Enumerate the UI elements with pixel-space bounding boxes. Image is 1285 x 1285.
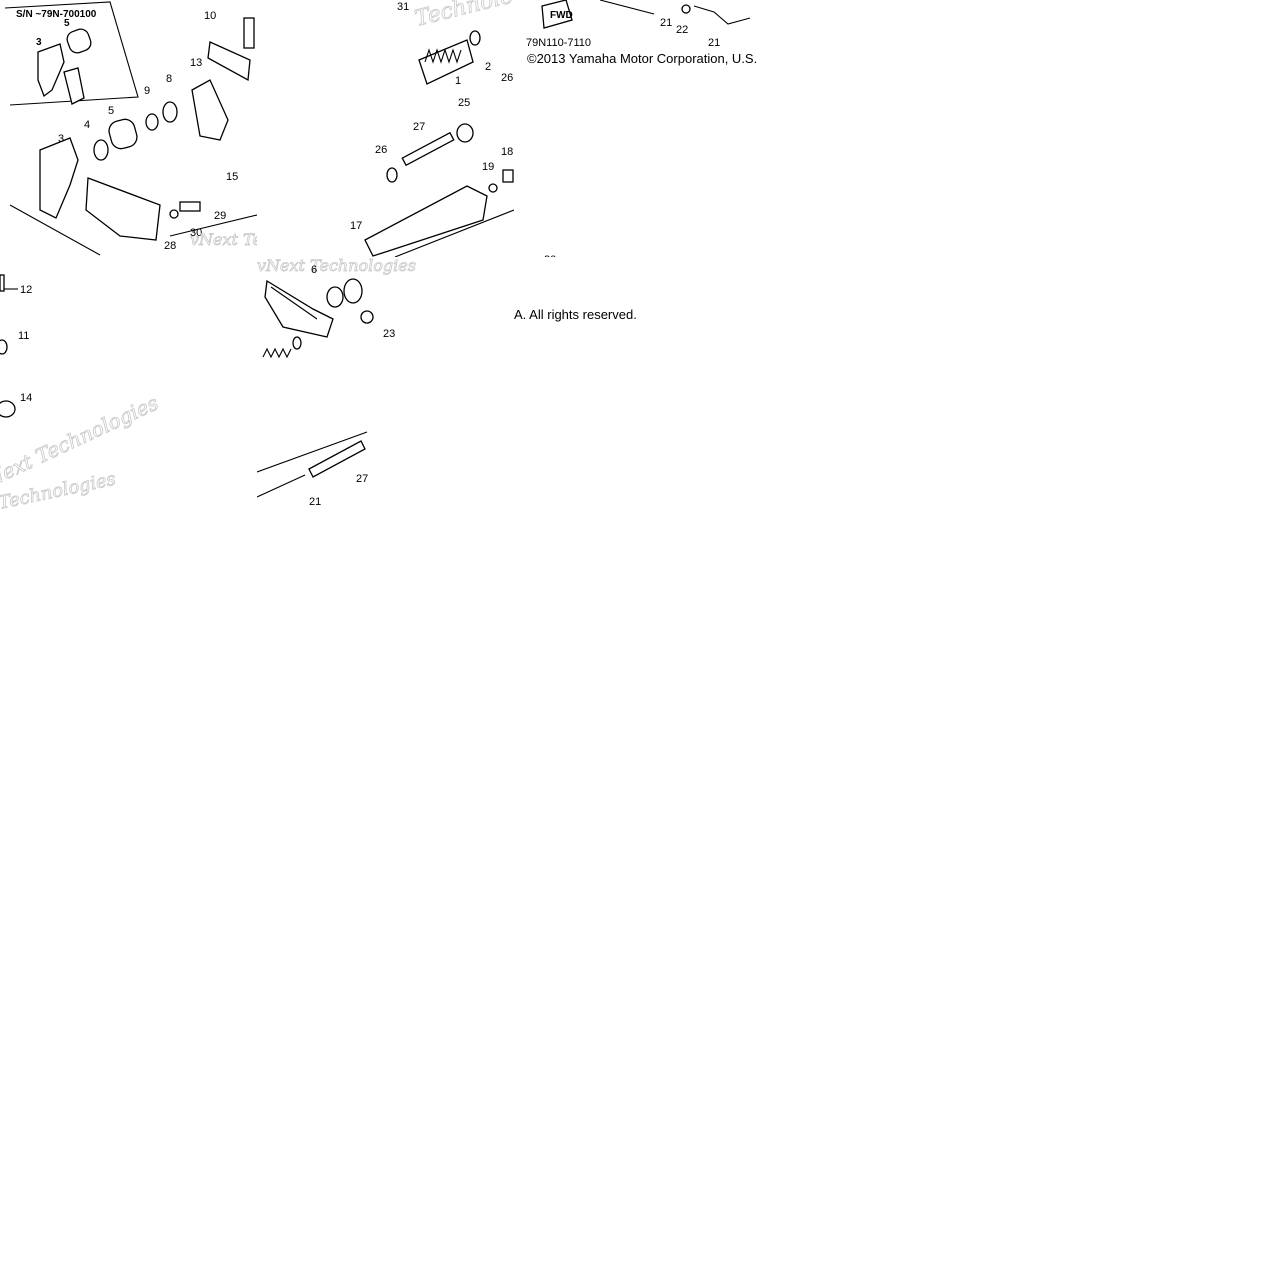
callout-5: 5: [108, 105, 114, 117]
lever-10: [207, 41, 251, 82]
callout-12: 11: [18, 330, 29, 342]
border-line: [9, 204, 101, 256]
callout-21-c: 21: [309, 496, 321, 508]
spring-27: [308, 440, 366, 478]
callout-15: 15: [226, 171, 238, 183]
bolt-18: [502, 169, 514, 183]
parts-drawing-middle-left: 12 11 14 Next Technologies Technologies: [0, 274, 162, 514]
fwd-label: FWD: [550, 10, 573, 21]
callout-6: 6: [311, 264, 317, 276]
callout-23: 23: [383, 328, 395, 340]
washer-22: [681, 4, 691, 14]
callout-1: 1: [455, 75, 461, 87]
spring-coil-1: [424, 48, 462, 64]
bushing: [108, 118, 138, 150]
washer-6b: [343, 278, 363, 304]
nut-23: [360, 310, 374, 324]
fwd-arrow: [541, 0, 573, 29]
o-ring: [93, 139, 109, 161]
washer-2: [469, 30, 481, 46]
callout-5-inset: 5: [64, 18, 70, 29]
diagram-tile-top-right: FWD 21 22 21 79N110-7110 ©2013 Yamaha Mo…: [514, 0, 771, 257]
washer-24: [386, 167, 398, 183]
diagram-tile-top-middle: 31 Technologies 1 2 26 27 25 26 17 19 18: [257, 0, 514, 257]
callout-31: 31: [397, 1, 409, 13]
callout-10: 10: [204, 10, 216, 22]
callout-3: 3: [58, 133, 64, 145]
copyright-line-2: A. All rights reserved.: [514, 307, 637, 322]
callout-13: 13: [190, 57, 202, 69]
diagram-tile-middle: vNext Technologies 6 23 27 21: [257, 257, 514, 514]
callout-18: 18: [501, 146, 513, 158]
callout-11: 12: [20, 284, 32, 296]
parts-drawing-top-middle: 31 Technologies 1 2 26 27 25 26 17 19 18: [350, 0, 514, 257]
border-line: [169, 214, 257, 237]
callout-25: 25: [458, 97, 470, 109]
callout-21-a: 21: [660, 17, 672, 29]
pin-26: [401, 131, 455, 167]
diagram-tile-top-left: S/N ~79N-700100 5 3 3 4 5 9 8 13 10 15 2…: [0, 0, 257, 257]
washer-19: [488, 183, 498, 193]
part-11: [0, 274, 5, 292]
bracket-13: [191, 79, 229, 141]
washer-30: [169, 209, 179, 219]
border-line: [599, 0, 655, 15]
callout-27: 27: [356, 473, 368, 485]
sn-note: S/N ~79N-700100: [16, 9, 97, 20]
spring-25: [456, 123, 474, 143]
callout-14: 14: [20, 392, 32, 404]
border-line: [257, 431, 368, 473]
callout-17: 17: [350, 220, 362, 232]
washer-9: [145, 113, 159, 131]
callout-9: 9: [144, 85, 150, 97]
callout-3-inset: 3: [36, 37, 42, 48]
callout-24: 26: [375, 144, 387, 156]
shift-plate-inset: [63, 67, 85, 105]
watermark: vNext Tec: [190, 230, 257, 249]
washer-6a: [326, 286, 344, 308]
callout-21-b: 21: [708, 37, 720, 49]
washer-small: [292, 336, 302, 350]
plate-slot: [270, 286, 318, 320]
callout-20: 20: [544, 254, 556, 257]
parts-drawing-middle: vNext Technologies 6 23 27 21: [257, 257, 416, 508]
callout-29: 29: [214, 210, 226, 222]
rod-line: [257, 474, 306, 498]
link-rod: [693, 5, 751, 25]
spring-1: [418, 39, 474, 85]
callout-2: 2: [485, 61, 491, 73]
bushing-part: [66, 28, 92, 54]
spring-rod: [262, 347, 292, 359]
callout-19: 19: [482, 161, 494, 173]
callout-28: 28: [164, 240, 176, 252]
callout-22: 22: [676, 24, 688, 36]
callout-24-top: 26: [501, 72, 513, 84]
shift-cam-inset: [37, 43, 65, 98]
border-line: [394, 209, 514, 257]
callout-8: 8: [166, 73, 172, 85]
diagram-tile-middle-left: 12 11 14 Next Technologies Technologies: [0, 257, 257, 514]
copyright-line-1: ©2013 Yamaha Motor Corporation, U.S.: [527, 51, 758, 66]
parts-drawing-top-left: S/N ~79N-700100 5 3 3 4 5 9 8 13 10 15 2…: [4, 1, 257, 256]
drawing-code: 79N110-7110: [526, 37, 591, 49]
watermark: vNext Technologies: [257, 257, 416, 275]
watermark: Technologies: [412, 0, 514, 32]
part-14: [0, 400, 16, 418]
callout-26: 27: [413, 121, 425, 133]
shift-arm-28: [85, 177, 161, 241]
shift-rod-17: [364, 185, 488, 257]
callout-4: 4: [84, 119, 90, 131]
bolt-top: [243, 17, 255, 49]
parts-drawing-top-right: FWD 21 22 21 79N110-7110: [526, 0, 751, 49]
shift-cam: [39, 137, 79, 219]
washer-8: [162, 101, 178, 123]
bolt-29: [179, 201, 201, 212]
part-12: [0, 339, 8, 355]
